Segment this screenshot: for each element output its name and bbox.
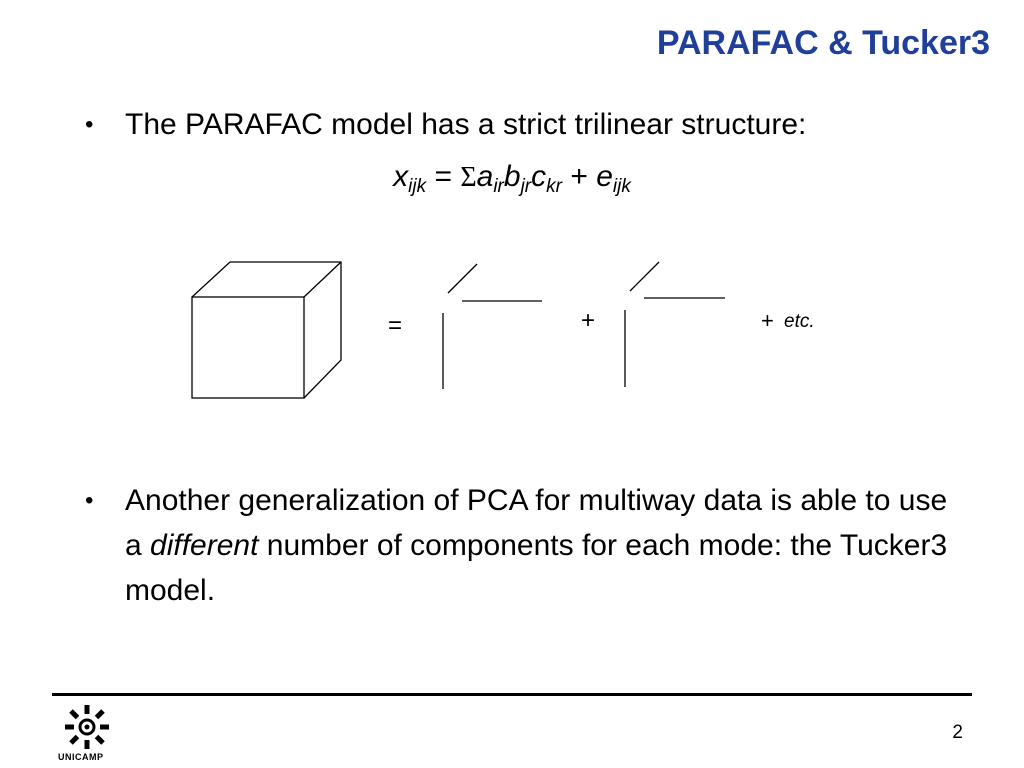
slide-title: PARAFAC & Tucker3: [656, 24, 990, 62]
bullet-text-2: Another generalization of PCA for multiw…: [125, 478, 965, 613]
diagram-plus: +: [581, 307, 595, 334]
component-2: [624, 261, 725, 387]
formula-c-sub: kr: [546, 176, 562, 197]
formula-sigma: Σ: [460, 162, 477, 193]
diagram-equals: =: [388, 312, 402, 339]
bullet-2-emphasis: different: [150, 529, 259, 562]
formula-c: c: [531, 160, 547, 193]
cube-shape: [191, 261, 342, 399]
bullet-item-2: • Another generalization of PCA for mult…: [85, 478, 965, 613]
formula-e-sub: ijk: [612, 176, 631, 197]
bullet-2-text-after: number of components for each mode: the …: [125, 529, 948, 607]
formula-x-sub: ijk: [408, 176, 427, 197]
diagram-etc-plus: +: [761, 308, 774, 333]
page-number: 2: [952, 722, 963, 743]
formula-b-sub: jr: [520, 176, 532, 197]
formula-b: b: [503, 160, 521, 193]
bullet-item-1: • The PARAFAC model has a strict triline…: [85, 102, 965, 147]
formula-e: e: [596, 160, 613, 193]
footer-divider: [52, 693, 972, 696]
parafac-formula: xijk = Σairbjrckr + eijk: [0, 160, 1024, 198]
formula-a-sub: ir: [493, 176, 504, 197]
formula-equals: =: [434, 160, 452, 193]
component-2-c-vector: [629, 261, 660, 292]
diagram-etc: etc.: [784, 311, 815, 332]
bullet-2-text-before: Another generalization of PCA for multiw…: [125, 484, 948, 562]
formula-plus: +: [570, 160, 588, 193]
component-1-c-vector: [447, 263, 478, 294]
unicamp-logo-text: UNICAMP: [58, 752, 104, 762]
bullet-dot-icon: •: [85, 487, 94, 514]
formula-x: x: [393, 160, 409, 193]
bullet-text-1: The PARAFAC model has a strict trilinear…: [125, 108, 807, 141]
unicamp-logo-icon: [65, 705, 109, 749]
formula-a: a: [476, 160, 494, 193]
component-1: [442, 263, 542, 389]
bullet-dot-icon: •: [85, 111, 94, 138]
